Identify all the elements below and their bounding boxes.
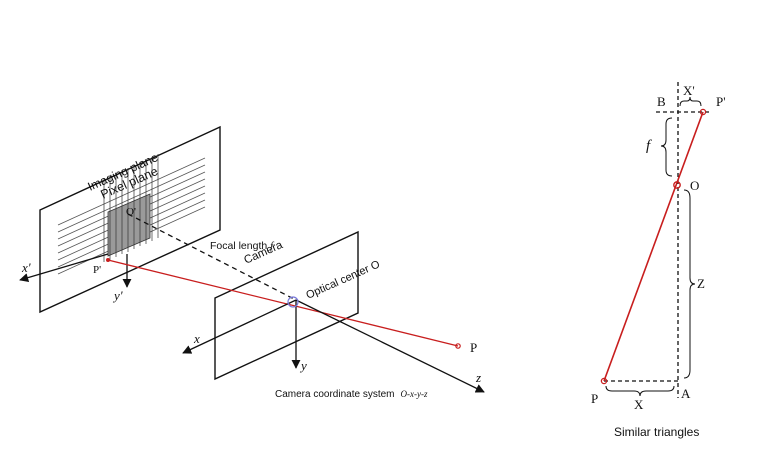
focal-length-label: Focal length f	[210, 240, 275, 252]
right-p-prime-point	[699, 108, 707, 116]
similar-triangles-caption: Similar triangles	[614, 425, 699, 439]
x-brace	[605, 385, 675, 397]
right-p-point	[600, 377, 608, 385]
x-label: x	[193, 331, 200, 346]
pixel-plane-grid	[103, 154, 159, 262]
y-prime-label: y'	[112, 288, 123, 303]
imaging-plane	[39, 125, 221, 314]
z-label: z	[475, 370, 481, 385]
similar-triangles-diagram: B X' P' f O Z P X A Similar triangles	[591, 82, 726, 439]
focal-length-line	[127, 213, 297, 301]
camera-plane	[214, 230, 359, 381]
label-f: f	[646, 138, 652, 154]
y-label: y	[299, 358, 307, 373]
x-axis	[182, 299, 297, 354]
label-p: P	[591, 391, 598, 406]
point-p-label: P	[470, 340, 477, 355]
optical-center-marker	[287, 296, 299, 308]
projection-ray	[107, 259, 459, 347]
point-p	[455, 343, 461, 349]
f-brace	[660, 117, 673, 177]
label-p-prime: P'	[716, 94, 726, 109]
label-b: B	[657, 94, 666, 109]
p-prime-label: P'	[93, 264, 101, 276]
optical-center-label: Optical center O	[304, 258, 382, 301]
label-o: O	[690, 178, 699, 193]
right-o-point	[673, 181, 681, 189]
ray-p-to-pprime	[603, 111, 704, 382]
pixel-origin-label: O'	[126, 206, 136, 218]
x-prime-axis	[19, 253, 109, 283]
x-prime-label: x'	[21, 260, 31, 275]
label-x-prime: X'	[683, 83, 695, 98]
label-a: A	[681, 386, 691, 401]
x-prime-brace	[679, 96, 702, 107]
label-z: Z	[697, 276, 705, 291]
label-x: X	[634, 397, 644, 412]
z-brace	[683, 189, 696, 379]
z-axis	[295, 299, 485, 393]
